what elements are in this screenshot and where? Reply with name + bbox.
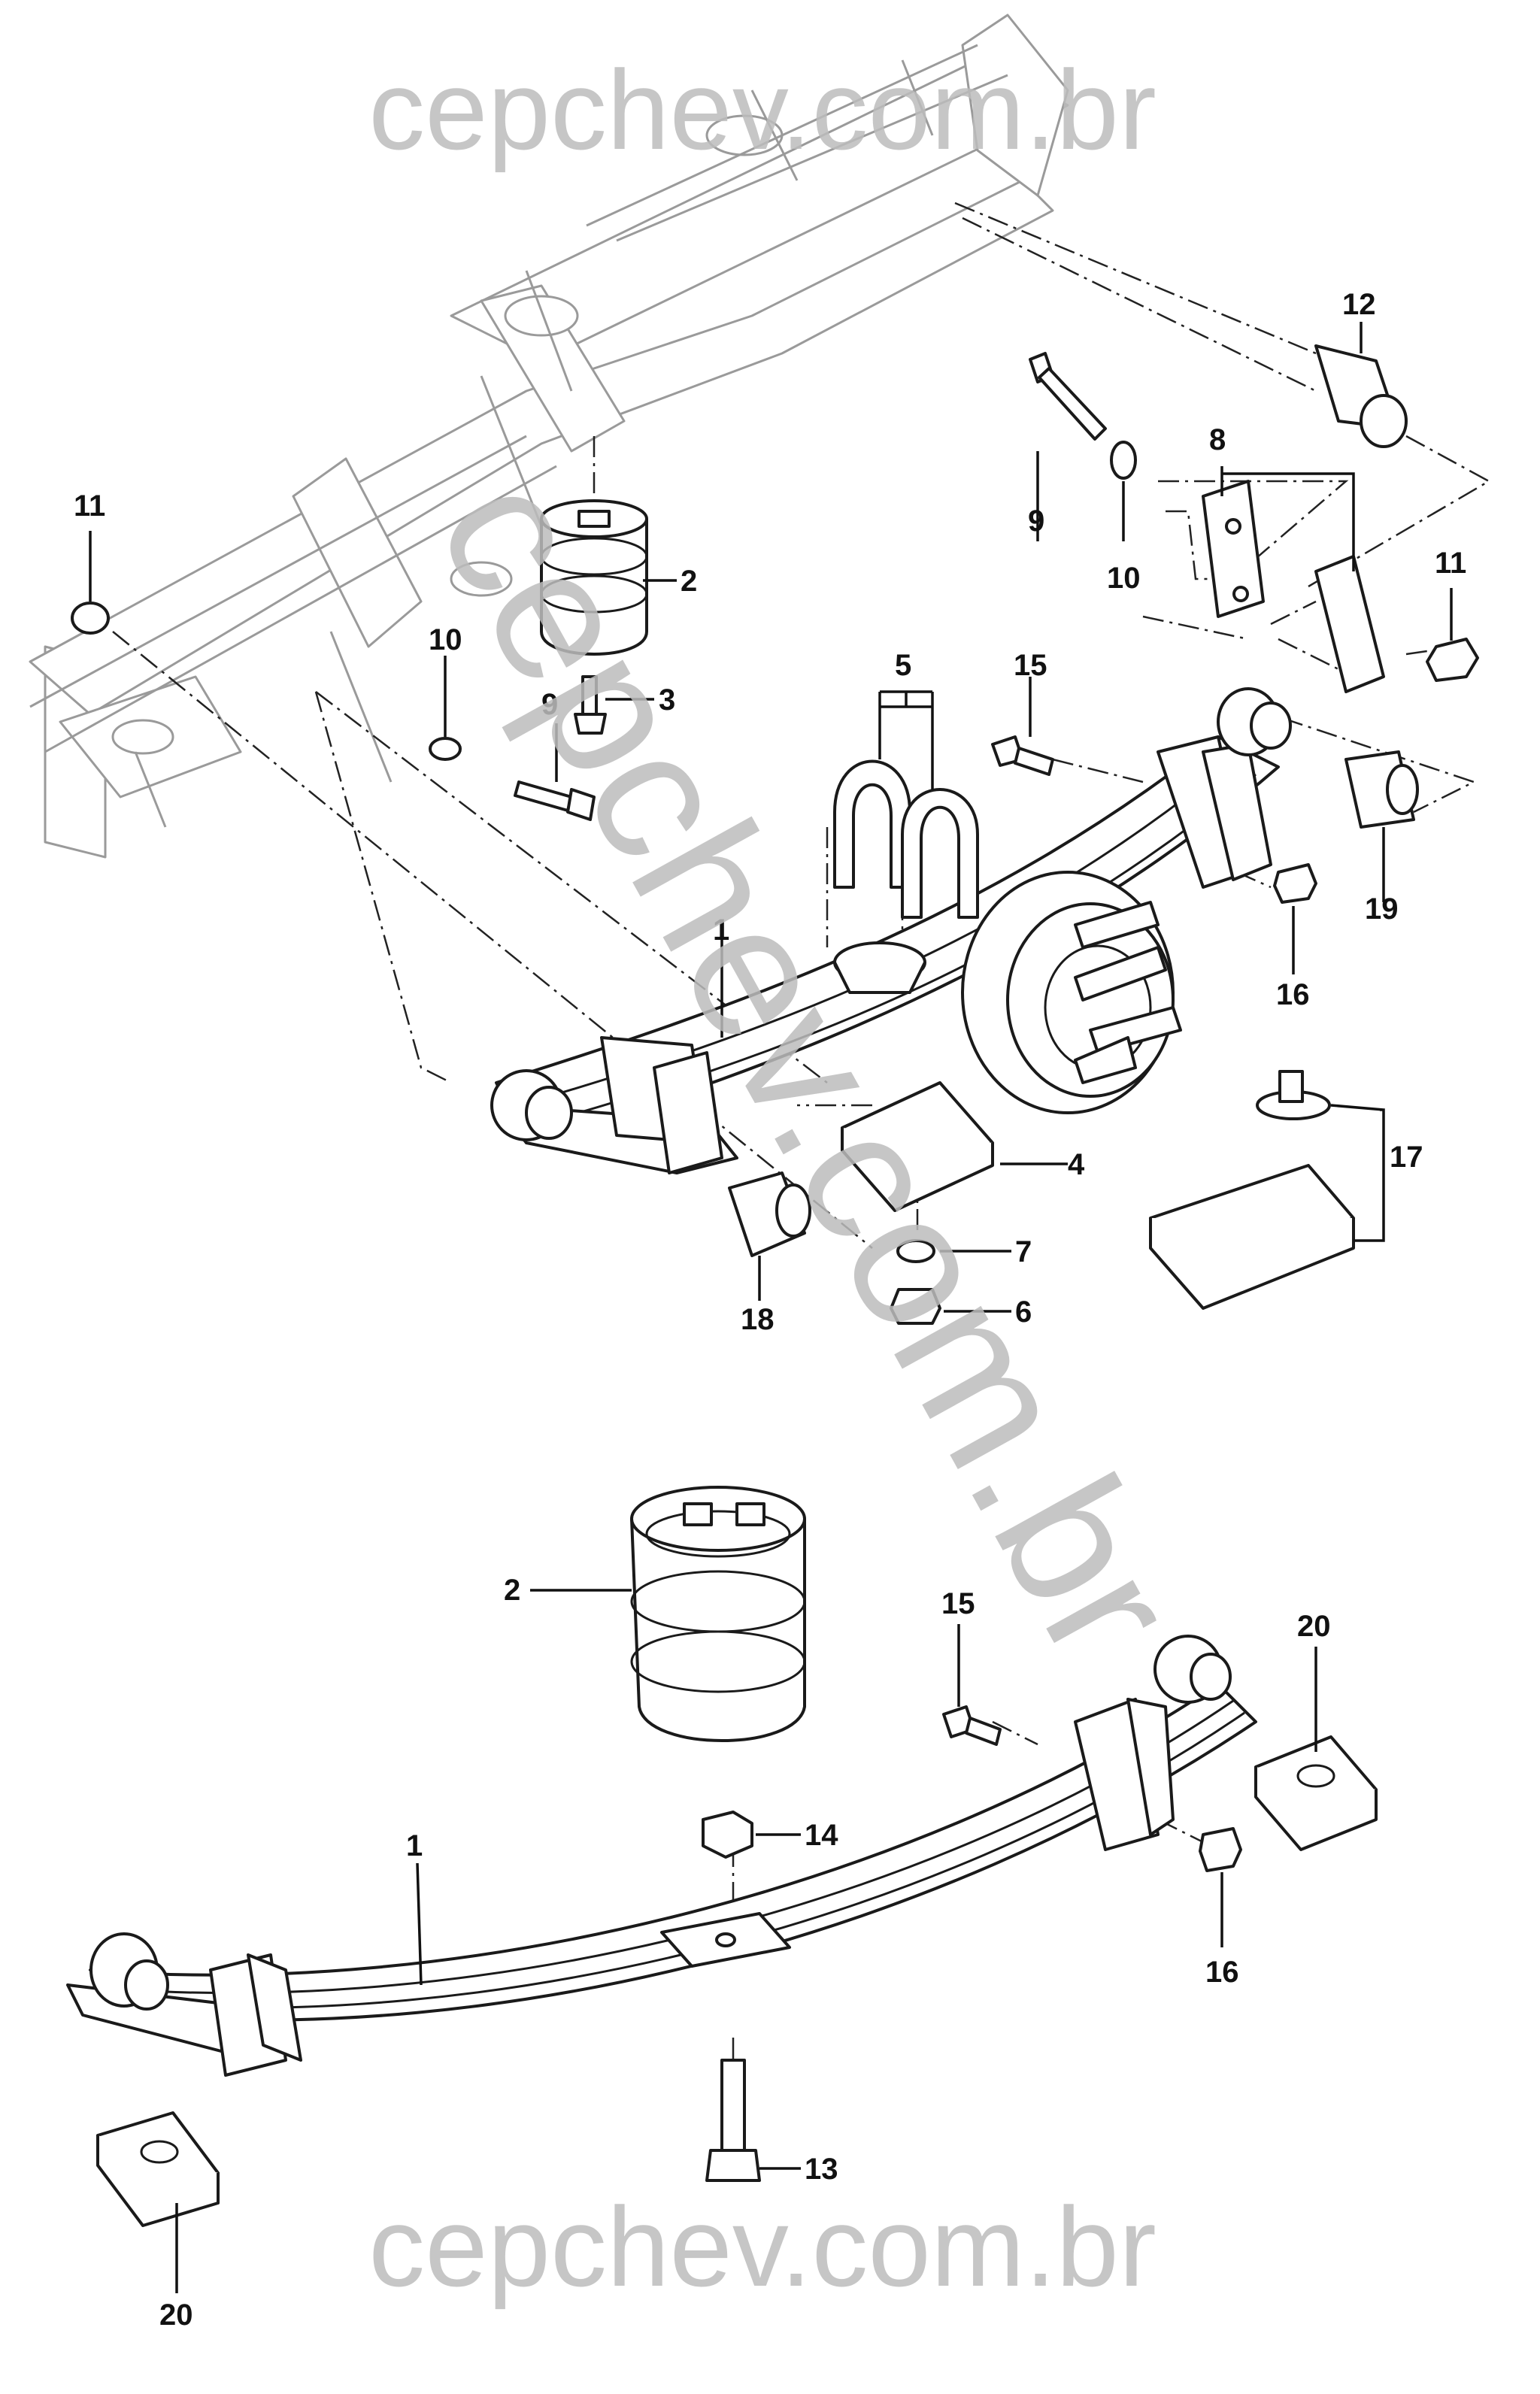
nut-6: [890, 1288, 941, 1325]
bump-stop-large: [630, 1486, 806, 1742]
callout-2-lower: 2: [504, 1574, 520, 1607]
nut-16-lower: [1199, 1827, 1242, 1872]
watermark-top: cepchev.com.br: [368, 47, 1157, 173]
lower-callouts: 1 2 13 14 15 16 20 20: [159, 1574, 1331, 2332]
bolt-13: [705, 2059, 761, 2182]
callout-9-left: 9: [541, 688, 558, 721]
bushing-18: [728, 1171, 811, 1257]
lower-leaders: [175, 1589, 1317, 2293]
callout-17: 17: [1390, 1141, 1423, 1174]
callout-18: 18: [741, 1303, 775, 1336]
callout-4: 4: [1068, 1148, 1085, 1181]
lower-assembly: 1 2 13 14 15 16 20 20: [66, 1486, 1378, 2332]
callout-2-upper: 2: [681, 565, 697, 598]
bolt-15-lower: [942, 1705, 1002, 1746]
callout-10-left: 10: [429, 623, 462, 656]
callout-20-left: 20: [159, 2299, 193, 2332]
spring-plate: [833, 941, 994, 1212]
nut-11-right: [1426, 638, 1479, 682]
callout-19: 19: [1365, 892, 1399, 926]
nut-16-upper: [1273, 863, 1317, 904]
callout-13: 13: [805, 2153, 838, 2186]
washer-10-left: [429, 737, 462, 761]
callout-12: 12: [1342, 288, 1376, 321]
upper-callouts: 1 2 3 4 5 6 7 8 9 9 10 10 11 11 12 15 16…: [74, 288, 1466, 1336]
upper-assembly: 1 2 3 4 5 6 7 8 9 9 10 10 11 11 12 15 16…: [71, 202, 1491, 1336]
upper-leaders: [89, 322, 1453, 1313]
washer-10-right: [1110, 441, 1137, 480]
vehicle-frame: [29, 14, 1069, 859]
callout-3: 3: [659, 683, 675, 717]
bushing-12: [1314, 344, 1408, 448]
alignment-lines: [112, 202, 1491, 1249]
callout-15-lower: 15: [941, 1587, 975, 1620]
pad-20-right: [1254, 1735, 1378, 1851]
leaf-spring: [490, 687, 1292, 1174]
callout-16-lower: 16: [1205, 1956, 1239, 1989]
callout-20-right: 20: [1297, 1610, 1331, 1643]
pad-20-left: [96, 2111, 220, 2227]
bolt-3: [574, 675, 607, 735]
washer-7: [896, 1239, 935, 1263]
callout-14: 14: [805, 1819, 838, 1852]
nut-11-left: [71, 602, 110, 635]
part-17: [1149, 1070, 1355, 1310]
watermark-bottom: cepchev.com.br: [368, 2183, 1157, 2310]
nut-14: [702, 1811, 753, 1859]
callout-10-right: 10: [1107, 562, 1141, 595]
callout-9-right: 9: [1028, 505, 1044, 538]
callout-8: 8: [1209, 423, 1226, 456]
shackle: [1202, 480, 1385, 693]
u-bolts: [833, 759, 979, 919]
leaf-spring-lower: [66, 1635, 1257, 2077]
callout-11-left: 11: [74, 489, 105, 523]
callout-5: 5: [895, 649, 911, 682]
bolt-9-right: [1029, 352, 1107, 441]
callout-15-upper: 15: [1014, 649, 1047, 682]
callout-7: 7: [1015, 1235, 1032, 1268]
callout-16-upper: 16: [1276, 978, 1310, 1011]
axle-drum: [961, 871, 1182, 1114]
bolt-9-left: [514, 780, 596, 821]
callout-1-upper: 1: [713, 914, 729, 947]
callout-1-lower: 1: [406, 1829, 423, 1862]
bolt-15-upper: [991, 735, 1054, 776]
callout-11-right: 11: [1435, 547, 1466, 580]
bump-stop: [540, 499, 648, 656]
callout-6: 6: [1015, 1295, 1032, 1329]
bushing-19: [1344, 750, 1419, 829]
